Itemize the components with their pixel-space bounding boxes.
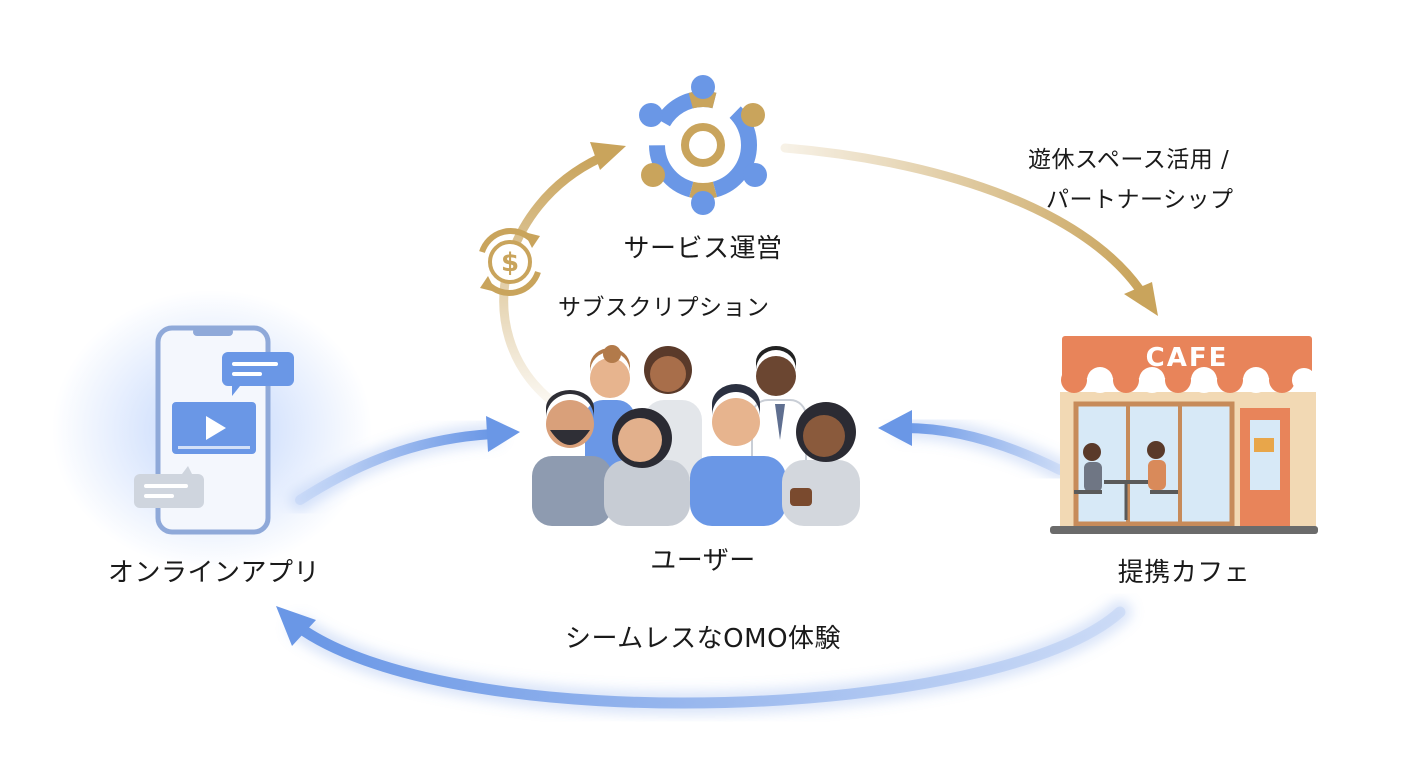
partnership-label-line1: 遊休スペース活用 /	[1028, 147, 1230, 173]
cafe-sign: CAFE	[1146, 343, 1229, 373]
dollar-cycle-icon: $	[479, 228, 541, 296]
person-front-2	[604, 408, 690, 526]
people-network-icon	[639, 75, 767, 215]
person-front-3	[690, 384, 786, 526]
cafe-awning-scallops	[1061, 367, 1316, 393]
app-label: オンラインアプリ	[107, 558, 321, 588]
person-front-4	[782, 402, 860, 526]
message-bubble-icon	[134, 466, 204, 508]
subscription-label: サブスクリプション	[558, 295, 770, 321]
arrow-cafe-to-users	[878, 410, 1071, 481]
cafe-patrons	[1074, 441, 1178, 520]
svg-text:$: $	[501, 248, 519, 278]
cafe-storefront-icon: CAFE	[1050, 336, 1318, 534]
play-video-icon	[172, 402, 256, 454]
users-label: ユーザー	[650, 546, 756, 576]
service-label: サービス運営	[623, 234, 783, 264]
partnership-label-line2: パートナーシップ	[1046, 187, 1234, 213]
smartphone-app-icon	[52, 290, 372, 570]
cafe-label: 提携カフェ	[1117, 558, 1251, 588]
arrow-omo	[276, 600, 1132, 716]
omo-label: シームレスなOMO体験	[564, 624, 842, 654]
user-group-illustration	[532, 345, 860, 526]
chat-bubble-icon	[222, 352, 294, 396]
arrow-partnership	[780, 143, 1158, 316]
person-front-1	[532, 390, 612, 526]
